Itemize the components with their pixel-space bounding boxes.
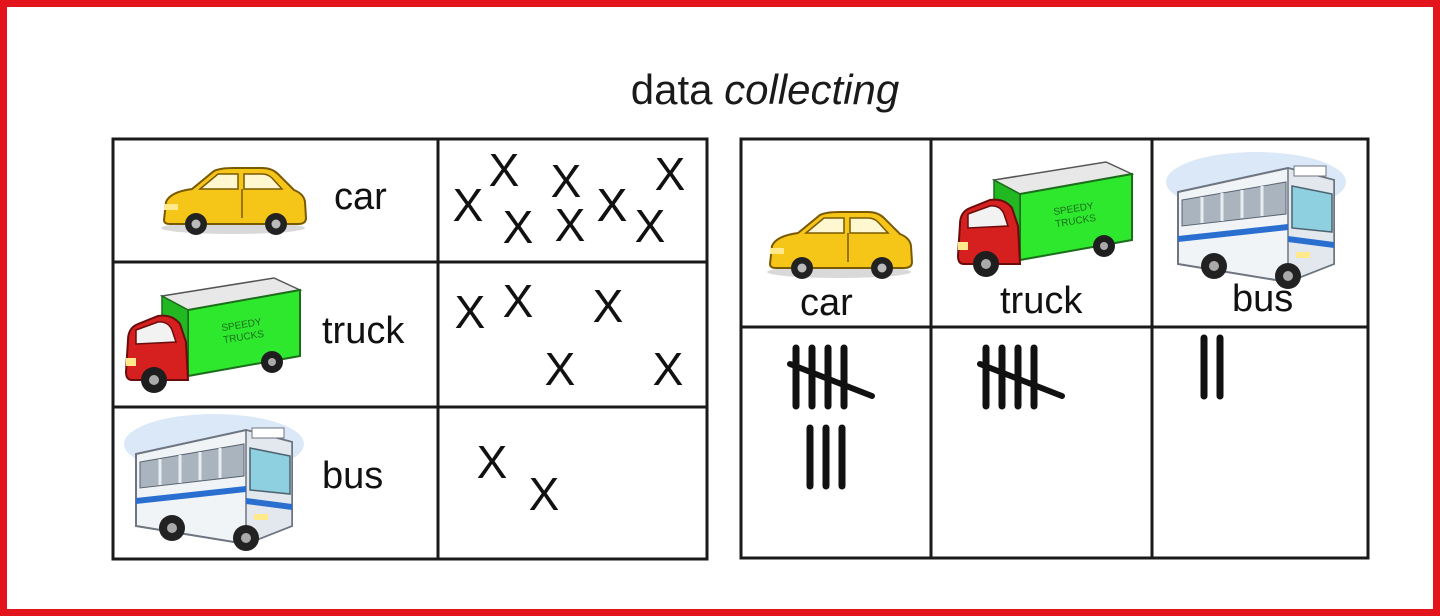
right-label-car: car bbox=[800, 282, 853, 324]
x-mark: X bbox=[477, 436, 508, 488]
tally-crossbar bbox=[977, 361, 1065, 399]
x-mark-table bbox=[111, 137, 709, 561]
x-mark: X bbox=[545, 343, 576, 395]
x-mark: X bbox=[555, 199, 586, 251]
car-icon bbox=[160, 167, 307, 236]
x-mark: X bbox=[503, 201, 534, 253]
left-label-car: car bbox=[334, 176, 387, 218]
right-label-bus: bus bbox=[1232, 278, 1294, 320]
x-mark: X bbox=[655, 148, 686, 200]
title-italic: collecting bbox=[724, 66, 900, 113]
truck-icon bbox=[125, 277, 301, 394]
x-mark: X bbox=[597, 179, 628, 231]
x-mark: X bbox=[635, 200, 666, 252]
x-mark: X bbox=[529, 468, 560, 520]
tally-crossbar bbox=[787, 361, 875, 399]
left-label-bus: bus bbox=[322, 455, 384, 497]
x-mark: X bbox=[593, 280, 624, 332]
x-mark: X bbox=[653, 343, 684, 395]
tally-marks bbox=[787, 334, 1224, 490]
right-label-truck: truck bbox=[1000, 280, 1083, 322]
page-title: data collecting bbox=[0, 66, 1440, 114]
title-plain: data bbox=[630, 66, 713, 113]
x-mark: X bbox=[551, 155, 582, 207]
tally-table bbox=[739, 137, 1370, 560]
x-mark: X bbox=[597, 179, 628, 231]
left-label-truck: truck bbox=[322, 310, 405, 352]
x-mark: X bbox=[489, 144, 520, 196]
x-mark: X bbox=[453, 179, 484, 231]
x-mark: X bbox=[503, 275, 534, 327]
truck-icon bbox=[957, 161, 1133, 278]
bus-icon bbox=[1164, 150, 1348, 291]
car-icon bbox=[766, 211, 913, 280]
x-mark: X bbox=[455, 286, 486, 338]
bus-icon bbox=[122, 412, 306, 553]
